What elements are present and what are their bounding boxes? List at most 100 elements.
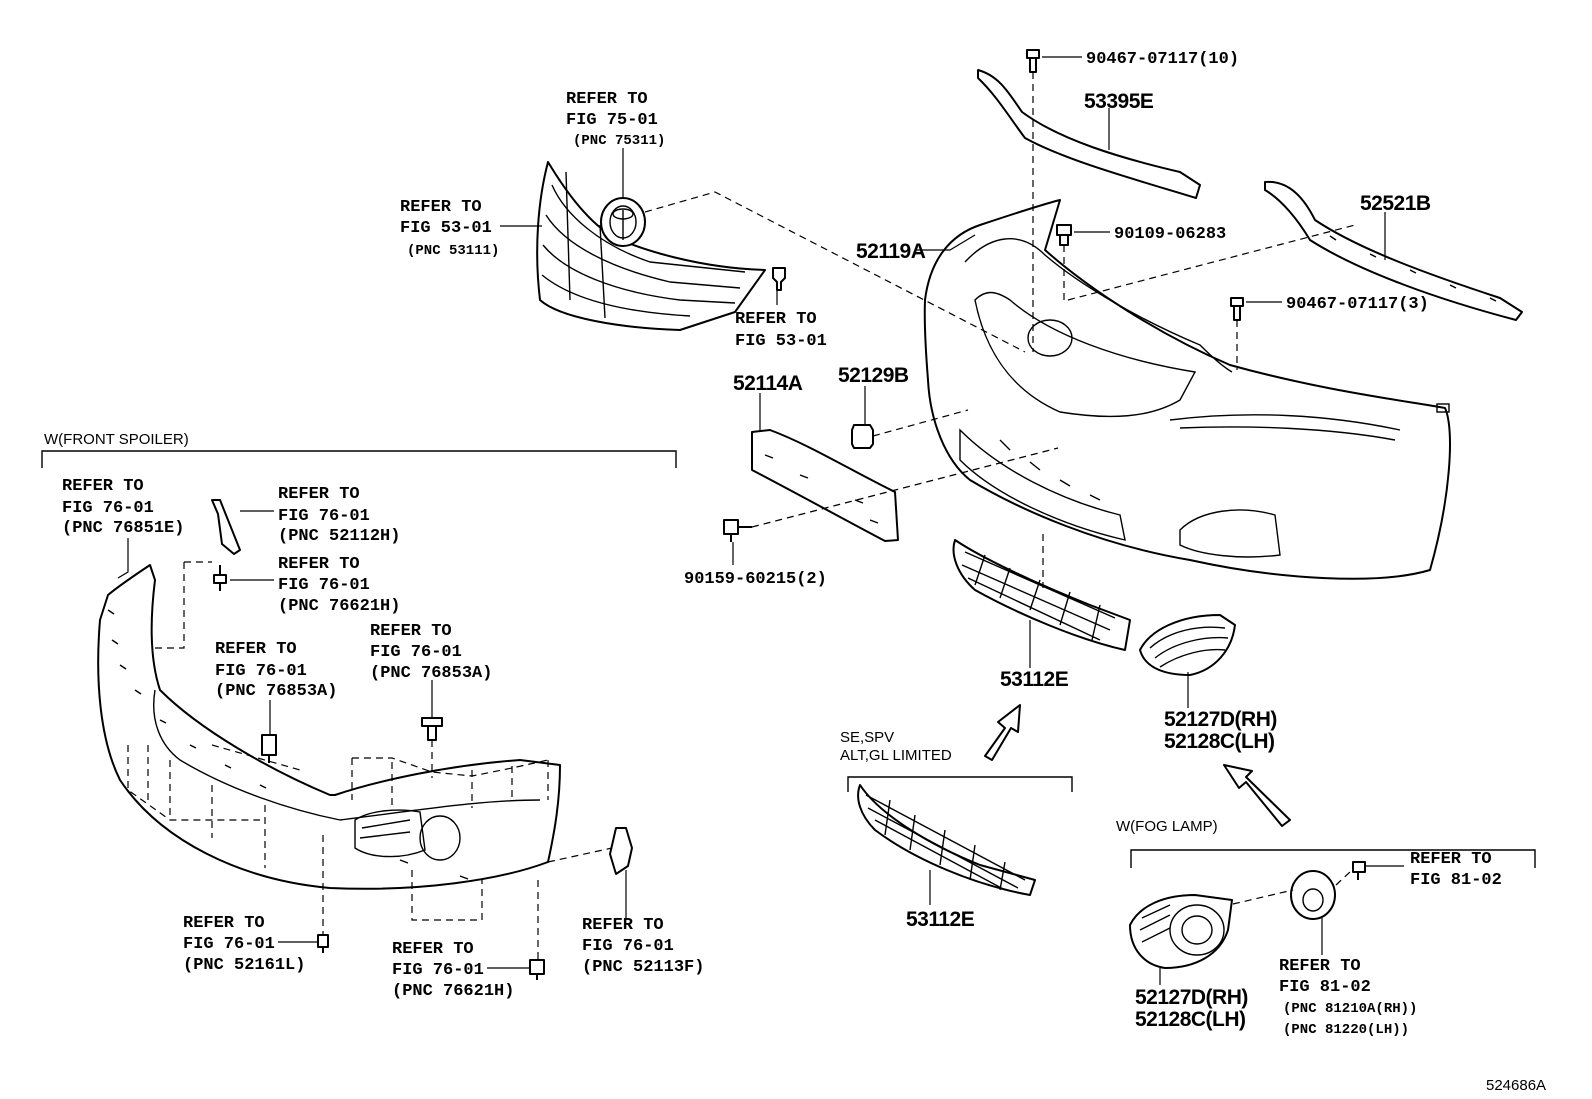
svg-text:REFER TO: REFER TO [183,914,265,933]
svg-text:REFER TO: REFER TO [1279,957,1361,976]
upper-retainer-53395E [977,69,1201,199]
label-ref-76851E[interactable]: REFER TO FIG 76-01 (PNC 76851E) [62,477,184,538]
label-52521B[interactable]: 52521B [1360,192,1431,215]
svg-text:(PNC 52112H): (PNC 52112H) [278,527,400,546]
svg-text:FIG 76-01: FIG 76-01 [215,662,307,681]
svg-text:FIG 81-02: FIG 81-02 [1279,978,1371,997]
side-retainer-52521B [1264,180,1523,321]
spoiler-bracket-52112H [211,499,241,555]
svg-text:FIG 53-01: FIG 53-01 [735,332,827,351]
label-52129B[interactable]: 52129B [838,364,909,387]
fog-screw [1352,861,1366,880]
svg-text:FIG 76-01: FIG 76-01 [278,507,370,526]
spoiler-bolt-52161L [317,934,329,953]
svg-text:REFER TO: REFER TO [278,485,360,504]
group-se-spv-label-2: ALT,GL LIMITED [840,747,952,764]
svg-text:(PNC 76851E): (PNC 76851E) [62,519,184,538]
license-bracket-52114A [751,429,899,542]
group-fog-lamp-label: W(FOG LAMP) [1116,818,1218,835]
bumper-cover-52119A [923,199,1451,580]
group-se-spv-label-1: SE,SPV [840,729,894,746]
svg-text:FIG 76-01: FIG 76-01 [183,935,275,954]
label-ref-52161L[interactable]: REFER TO FIG 76-01 (PNC 52161L) [183,914,305,975]
grille-clip [772,267,786,291]
svg-text:REFER TO: REFER TO [566,90,648,109]
fog-lamp-socket [1290,870,1336,920]
svg-text:(PNC 76621H): (PNC 76621H) [392,982,514,1001]
spoiler-clip-76853A-right [421,717,443,741]
label-52119A[interactable]: 52119A [856,240,926,263]
label-52128C-bottom[interactable]: 52128C(LH) [1135,1008,1246,1031]
spoiler-bracket-52113F [609,827,633,875]
arrow-fog-lamp[interactable] [1223,764,1291,827]
svg-text:(PNC 76621H): (PNC 76621H) [278,597,400,616]
fog-cover-52127D-a [1139,614,1236,676]
label-ref-81-02-bulb[interactable]: REFER TO FIG 81-02 [1410,850,1502,890]
svg-text:FIG 53-01: FIG 53-01 [400,219,492,238]
svg-text:(PNC 52113F): (PNC 52113F) [582,958,704,977]
svg-text:REFER TO: REFER TO [1410,850,1492,869]
toyota-emblem [600,197,646,247]
svg-text:(PNC 52161L): (PNC 52161L) [183,956,305,975]
spoiler-screw-top [213,565,227,591]
svg-text:REFER TO: REFER TO [582,916,664,935]
svg-text:REFER TO: REFER TO [400,198,482,217]
lower-grille-53112E-b [857,784,1036,896]
svg-text:FIG 76-01: FIG 76-01 [62,499,154,518]
spoiler-bolt-76621H [529,959,545,980]
label-ref-52113F[interactable]: REFER TO FIG 76-01 (PNC 52113F) [582,916,704,977]
label-90467-07117-10[interactable]: 90467-07117(10) [1086,50,1239,69]
svg-text:FIG 76-01: FIG 76-01 [582,937,674,956]
spoiler-clip-76853A-left [261,734,277,763]
label-ref-52112H[interactable]: REFER TO FIG 76-01 (PNC 52112H) [278,485,400,546]
label-52114A[interactable]: 52114A [733,372,803,395]
bolt-90467-right [1230,297,1244,321]
screw-90159 [723,519,752,542]
svg-text:FIG 81-02: FIG 81-02 [1410,871,1502,890]
svg-text:FIG 76-01: FIG 76-01 [392,961,484,980]
fog-cover-52127D-b [1129,894,1233,969]
clip-52129B [851,424,874,449]
radiator-grille [536,161,766,331]
svg-text:(PNC 76853A): (PNC 76853A) [370,664,492,683]
label-ref-76853A-left[interactable]: REFER TO FIG 76-01 (PNC 76853A) [215,640,337,701]
front-spoiler [97,564,561,890]
label-ref-53-01-clip[interactable]: REFER TO FIG 53-01 [735,310,827,351]
label-ref-76621H-bottom[interactable]: REFER TO FIG 76-01 (PNC 76621H) [392,940,514,1001]
label-52127D-bottom[interactable]: 52127D(RH) [1135,986,1248,1009]
label-ref-76621H-top[interactable]: REFER TO FIG 76-01 (PNC 76621H) [278,555,400,616]
diagram-id: 524686A [1486,1077,1546,1094]
svg-text:(PNC 81220(LH)): (PNC 81220(LH)) [1283,1022,1409,1038]
bolt-90467-top [1026,49,1040,73]
svg-text:REFER TO: REFER TO [370,622,452,641]
svg-text:FIG 76-01: FIG 76-01 [370,643,462,662]
label-90159-60215-2[interactable]: 90159-60215(2) [684,570,827,589]
label-ref-75-01[interactable]: REFER TO FIG 75-01 (PNC 75311) [566,90,665,149]
label-52128C-top[interactable]: 52128C(LH) [1164,730,1275,753]
svg-text:REFER TO: REFER TO [278,555,360,574]
svg-text:REFER TO: REFER TO [735,310,817,329]
label-53112E-top[interactable]: 53112E [1000,668,1069,691]
arrow-se-spv[interactable] [984,704,1021,761]
group-brackets [41,450,1536,868]
label-ref-81-02-socket[interactable]: REFER TO FIG 81-02 (PNC 81210A(RH)) (PNC… [1279,957,1417,1038]
svg-text:FIG 75-01: FIG 75-01 [566,111,658,130]
svg-text:(PNC 81210A(RH)): (PNC 81210A(RH)) [1283,1001,1417,1017]
label-90109-06283[interactable]: 90109-06283 [1114,225,1226,244]
reference-lines [127,72,1356,960]
svg-text:(PNC 53111): (PNC 53111) [407,243,499,259]
group-front-spoiler-label: W(FRONT SPOILER) [44,431,189,448]
svg-text:(PNC 75311): (PNC 75311) [573,133,665,149]
svg-text:REFER TO: REFER TO [62,477,144,496]
svg-text:REFER TO: REFER TO [392,940,474,959]
label-53112E-bottom[interactable]: 53112E [906,908,975,931]
label-52127D-top[interactable]: 52127D(RH) [1164,708,1277,731]
svg-text:REFER TO: REFER TO [215,640,297,659]
label-90467-07117-3[interactable]: 90467-07117(3) [1286,295,1429,314]
leader-lines [117,56,1404,985]
svg-text:(PNC 76853A): (PNC 76853A) [215,682,337,701]
label-53395E[interactable]: 53395E [1084,90,1154,113]
label-ref-76853A-right[interactable]: REFER TO FIG 76-01 (PNC 76853A) [370,622,492,683]
label-ref-53-01-grille[interactable]: REFER TO FIG 53-01 (PNC 53111) [400,198,499,259]
